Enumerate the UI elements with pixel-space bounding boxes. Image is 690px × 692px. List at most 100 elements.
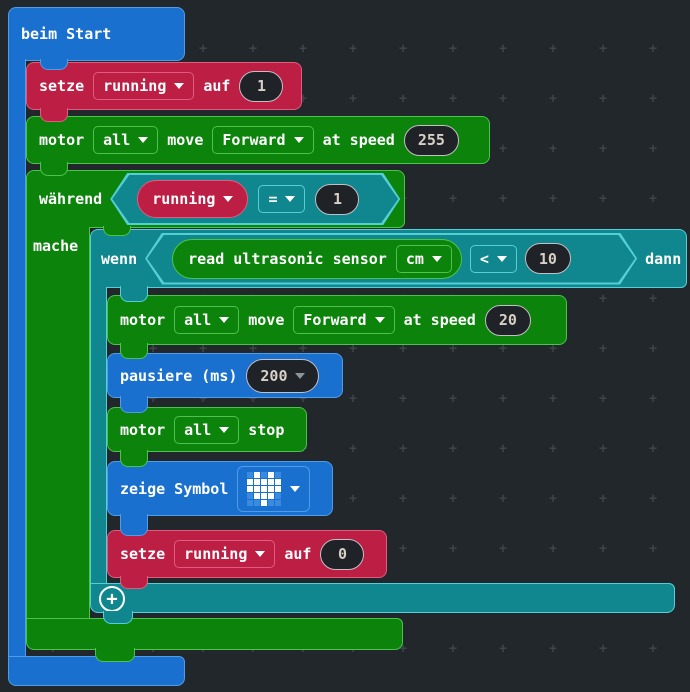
while-bottom[interactable] <box>26 618 403 650</box>
condition-hex[interactable]: read ultrasonic sensor cm < 10 <box>145 233 637 285</box>
value-text: 0 <box>337 545 347 563</box>
expand-plus-button[interactable]: + <box>99 586 125 612</box>
while-spine[interactable]: mache <box>26 227 90 619</box>
pause-block[interactable]: pausiere (ms) 200 <box>107 353 343 398</box>
grid-cross: + <box>149 341 157 357</box>
grid-cross: + <box>549 491 557 507</box>
grid-cross: + <box>449 341 457 357</box>
connector-tab <box>103 226 131 236</box>
grid-cross: + <box>399 391 407 407</box>
set-variable-block[interactable]: setze running auf 0 <box>107 530 387 578</box>
grid-cross: + <box>499 91 507 107</box>
motor-move-block[interactable]: motor all move Forward at speed 20 <box>107 295 567 345</box>
motor-port-dropdown[interactable]: all <box>174 415 240 444</box>
led-off <box>254 499 261 506</box>
variable-pill[interactable]: running <box>137 180 249 218</box>
direction-dropdown[interactable]: Forward <box>293 306 395 334</box>
pause-duration-dropdown[interactable]: 200 <box>246 358 319 393</box>
direction: Forward <box>303 311 367 329</box>
grid-cross: + <box>599 91 607 107</box>
chevron-down-icon <box>223 196 234 202</box>
plus-icon: + <box>106 587 118 610</box>
on-start-bottom[interactable] <box>8 656 185 686</box>
motor-port: all <box>184 420 212 439</box>
threshold-pill[interactable]: 10 <box>524 243 571 274</box>
motor-port-dropdown[interactable]: all <box>93 126 159 154</box>
chevron-down-icon <box>174 83 185 89</box>
connector-tab <box>120 396 148 413</box>
motor-stop-block[interactable]: motor all stop <box>107 407 307 452</box>
grid-cross: + <box>299 341 307 357</box>
grid-cross: + <box>249 341 257 357</box>
if-label: wenn <box>101 249 138 268</box>
grid-cross: + <box>649 341 657 357</box>
connector-tab <box>120 343 148 359</box>
operator: < <box>479 249 489 268</box>
while-block[interactable]: während running = 1 <box>26 170 405 228</box>
grid-cross: + <box>499 191 507 207</box>
led-on <box>268 485 275 492</box>
grid-cross: + <box>649 141 657 157</box>
connector-tab <box>40 162 68 176</box>
variable-dropdown[interactable]: running <box>93 72 195 100</box>
heart-icon <box>247 471 282 506</box>
motor-port-dropdown[interactable]: all <box>174 306 240 334</box>
grid-cross: + <box>499 441 507 457</box>
if-block[interactable]: wenn read ultrasonic sensor cm < 10 <box>90 229 687 288</box>
grid-cross: + <box>449 541 457 557</box>
do-label: mache <box>33 237 79 255</box>
on-start-spine[interactable] <box>8 59 26 658</box>
value-pill[interactable]: 0 <box>320 538 365 570</box>
chevron-down-icon <box>496 255 507 262</box>
unit-dropdown[interactable]: cm <box>395 244 452 273</box>
grid-cross: + <box>299 41 307 57</box>
variable-name: running <box>184 545 248 563</box>
stop-label: stop <box>248 420 285 439</box>
grid-cross: + <box>199 341 207 357</box>
grid-cross: + <box>649 441 657 457</box>
comparison-dropdown[interactable]: < <box>469 244 517 273</box>
speed-pill[interactable]: 255 <box>403 124 459 156</box>
grid-cross: + <box>549 141 557 157</box>
led-on <box>261 492 268 499</box>
led-on <box>268 478 275 485</box>
ultrasonic-sensor-pill[interactable]: read ultrasonic sensor cm <box>172 238 462 279</box>
set-variable-block[interactable]: setze running auf 1 <box>26 62 302 110</box>
then-label: dann <box>645 249 682 268</box>
chevron-down-icon <box>293 137 304 143</box>
grid-cross: + <box>599 441 607 457</box>
led-on <box>268 471 275 478</box>
value-pill[interactable]: 1 <box>239 70 284 102</box>
led-off <box>247 471 254 478</box>
pause-value: 200 <box>260 366 288 385</box>
value-text: 1 <box>256 77 266 95</box>
variable-dropdown[interactable]: running <box>174 540 276 568</box>
operator: = <box>268 190 278 208</box>
chevron-down-icon <box>219 317 230 323</box>
value-pill[interactable]: 1 <box>315 183 360 215</box>
icon-dropdown[interactable] <box>237 465 311 512</box>
pause-label: pausiere (ms) <box>120 366 238 385</box>
grid-cross: + <box>349 441 357 457</box>
grid-cross: + <box>549 441 557 457</box>
motor-move-block[interactable]: motor all move Forward at speed 255 <box>26 116 490 164</box>
grid-cross: + <box>499 641 507 657</box>
show-icon-block[interactable]: zeige Symbol <box>107 461 333 516</box>
connector-tab <box>120 514 148 536</box>
led-on <box>261 485 268 492</box>
comparison-dropdown[interactable]: = <box>258 185 306 213</box>
threshold-value: 10 <box>538 249 557 268</box>
chevron-down-icon <box>255 551 266 557</box>
unit: cm <box>405 249 424 268</box>
while-condition-hex[interactable]: running = 1 <box>110 173 400 225</box>
grid-cross: + <box>349 41 357 57</box>
on-start-block[interactable]: beim Start <box>8 7 185 61</box>
if-spine[interactable] <box>90 287 107 584</box>
speed-pill[interactable]: 20 <box>484 304 531 336</box>
grid-cross: + <box>549 541 557 557</box>
chevron-down-icon <box>219 426 230 433</box>
grid-cross: + <box>299 91 307 107</box>
if-bottom[interactable]: + <box>90 583 675 613</box>
direction-dropdown[interactable]: Forward <box>212 126 314 154</box>
